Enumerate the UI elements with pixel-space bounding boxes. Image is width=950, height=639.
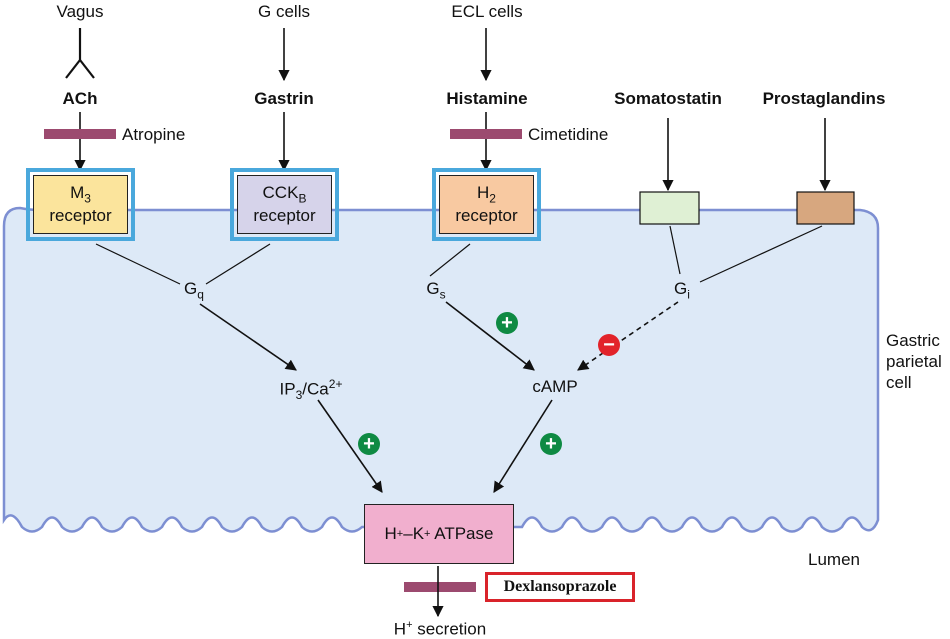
- minus-sign-gi-camp: −: [598, 334, 620, 356]
- ca-main: /Ca: [302, 379, 329, 399]
- histamine-label: Histamine: [446, 89, 528, 108]
- gq-to-ip3-arrow: [199, 303, 297, 371]
- secretion-h-charge: +: [406, 619, 413, 631]
- plus-sign-gs-camp: +: [496, 312, 518, 334]
- gi-main: G: [674, 279, 688, 298]
- gi-label: Gi: [674, 280, 690, 300]
- proton-pump: H+–K+ ATPase: [364, 504, 514, 564]
- gq-main: G: [184, 279, 198, 298]
- gastrin-label: Gastrin: [254, 89, 314, 108]
- pump-h: H: [384, 524, 397, 543]
- ach-label: ACh: [62, 89, 98, 108]
- somatostatin-label: Somatostatin: [614, 89, 722, 108]
- ca-superscript: 2+: [328, 377, 343, 391]
- gastric-parietal-cell-label: Gastric parietal cell: [886, 330, 942, 393]
- cckb-receptor-name: CCK: [262, 183, 299, 203]
- pump-k-charge: +: [424, 528, 431, 540]
- cckb-to-gq-line: [205, 243, 271, 285]
- m3-receptor-subscript: 3: [84, 191, 91, 206]
- h2-to-gs-line: [429, 243, 471, 277]
- h2-receptor-label: receptor: [455, 206, 518, 226]
- h-secretion-label: H+ secretion: [394, 620, 486, 638]
- m3-to-gq-line: [95, 243, 181, 285]
- cimetidine-blocker-bar: [450, 129, 522, 139]
- camp-label: cAMP: [532, 377, 578, 396]
- ip3-subscript: 3: [295, 388, 303, 403]
- m3-receptor: M3 receptor: [33, 175, 128, 234]
- prostaglandin-receptor: [796, 191, 855, 225]
- gs-label: Gs: [426, 280, 445, 300]
- gi-subscript: i: [687, 287, 690, 302]
- pump-k: –K: [403, 524, 425, 543]
- cckb-receptor-label: receptor: [253, 206, 316, 226]
- m3-receptor-name: M: [70, 183, 85, 203]
- m3-receptor-frame: M3 receptor: [26, 168, 135, 241]
- cckb-receptor-frame: CCKB receptor: [230, 168, 339, 241]
- ip3-main: IP: [279, 379, 296, 399]
- somatostatin-receptor: [639, 191, 700, 225]
- lumen-label: Lumen: [808, 550, 860, 569]
- cimetidine-label: Cimetidine: [528, 125, 609, 144]
- secretion-h: H: [393, 619, 407, 639]
- prostaglandins-label: Prostaglandins: [762, 89, 886, 108]
- cell-label-line-1: Gastric: [886, 331, 940, 350]
- gs-to-camp-arrow: [445, 301, 535, 371]
- pump-h-charge: +: [396, 528, 404, 540]
- dexlansoprazole-blocker-bar: [404, 582, 476, 592]
- parietal-cell-membrane: [2, 206, 880, 533]
- ip3-to-pump-arrow: [317, 399, 383, 493]
- vagus-nerve-terminal: [65, 28, 95, 79]
- gq-label: Gq: [184, 280, 204, 300]
- gq-subscript: q: [197, 287, 204, 302]
- ip3-ca-label: IP3/Ca2+: [280, 378, 343, 401]
- h2-receptor-name: H: [477, 183, 490, 203]
- camp-to-pump-arrow: [493, 399, 553, 493]
- secretion-word: secretion: [412, 619, 487, 639]
- cckb-receptor-subscript: B: [298, 191, 307, 206]
- h2-receptor: H2 receptor: [439, 175, 534, 234]
- ecl-cells-label: ECL cells: [451, 2, 523, 21]
- dexlansoprazole-label: Dexlansoprazole: [485, 572, 635, 602]
- gs-main: G: [426, 279, 440, 298]
- prostaglandin-receptor-to-gi-line: [699, 225, 823, 283]
- g-cells-label: G cells: [258, 2, 310, 21]
- m3-receptor-label: receptor: [49, 206, 112, 226]
- plus-sign-camp-pump: +: [540, 433, 562, 455]
- cell-label-line-2: parietal: [886, 352, 942, 371]
- vagus-label: Vagus: [56, 2, 104, 21]
- gs-subscript: s: [439, 287, 446, 302]
- cckb-receptor: CCKB receptor: [237, 175, 332, 234]
- h2-receptor-subscript: 2: [489, 191, 496, 206]
- atropine-label: Atropine: [122, 125, 186, 144]
- h2-receptor-frame: H2 receptor: [432, 168, 541, 241]
- somatostatin-receptor-to-gi-line: [669, 225, 681, 275]
- gi-to-camp-dashed-arrow: [577, 301, 679, 371]
- cell-label-line-3: cell: [886, 373, 912, 392]
- atropine-blocker-bar: [44, 129, 116, 139]
- pump-atpase: ATPase: [430, 524, 494, 543]
- plus-sign-ip3-pump: +: [358, 433, 380, 455]
